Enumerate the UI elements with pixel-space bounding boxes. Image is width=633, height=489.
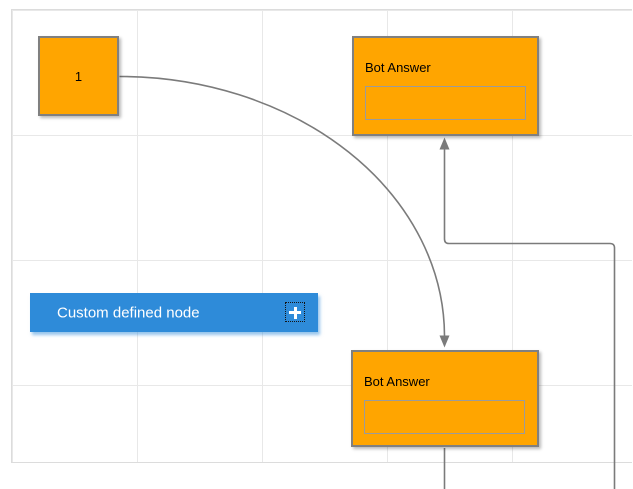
add-node-button[interactable] — [285, 302, 305, 322]
node-bot-answer-bottom[interactable]: Bot Answer — [351, 350, 539, 447]
node-bot-answer-top[interactable]: Bot Answer — [352, 36, 539, 136]
connector-elbow[interactable] — [443, 149, 616, 489]
arrowhead-up-icon — [439, 137, 450, 150]
node-start-label: 1 — [74, 68, 83, 84]
custom-node-label: Custom defined node — [57, 304, 200, 321]
plus-icon — [293, 306, 297, 319]
bot-answer-input[interactable] — [365, 86, 526, 120]
bot-answer-title: Bot Answer — [364, 374, 430, 389]
connector-curve[interactable] — [119, 75, 446, 336]
node-custom-defined[interactable]: Custom defined node — [30, 293, 318, 332]
node-start[interactable]: 1 — [38, 36, 119, 116]
bot-answer-title: Bot Answer — [365, 60, 431, 75]
arrowhead-down-icon — [439, 335, 450, 348]
bot-answer-input[interactable] — [364, 400, 525, 434]
